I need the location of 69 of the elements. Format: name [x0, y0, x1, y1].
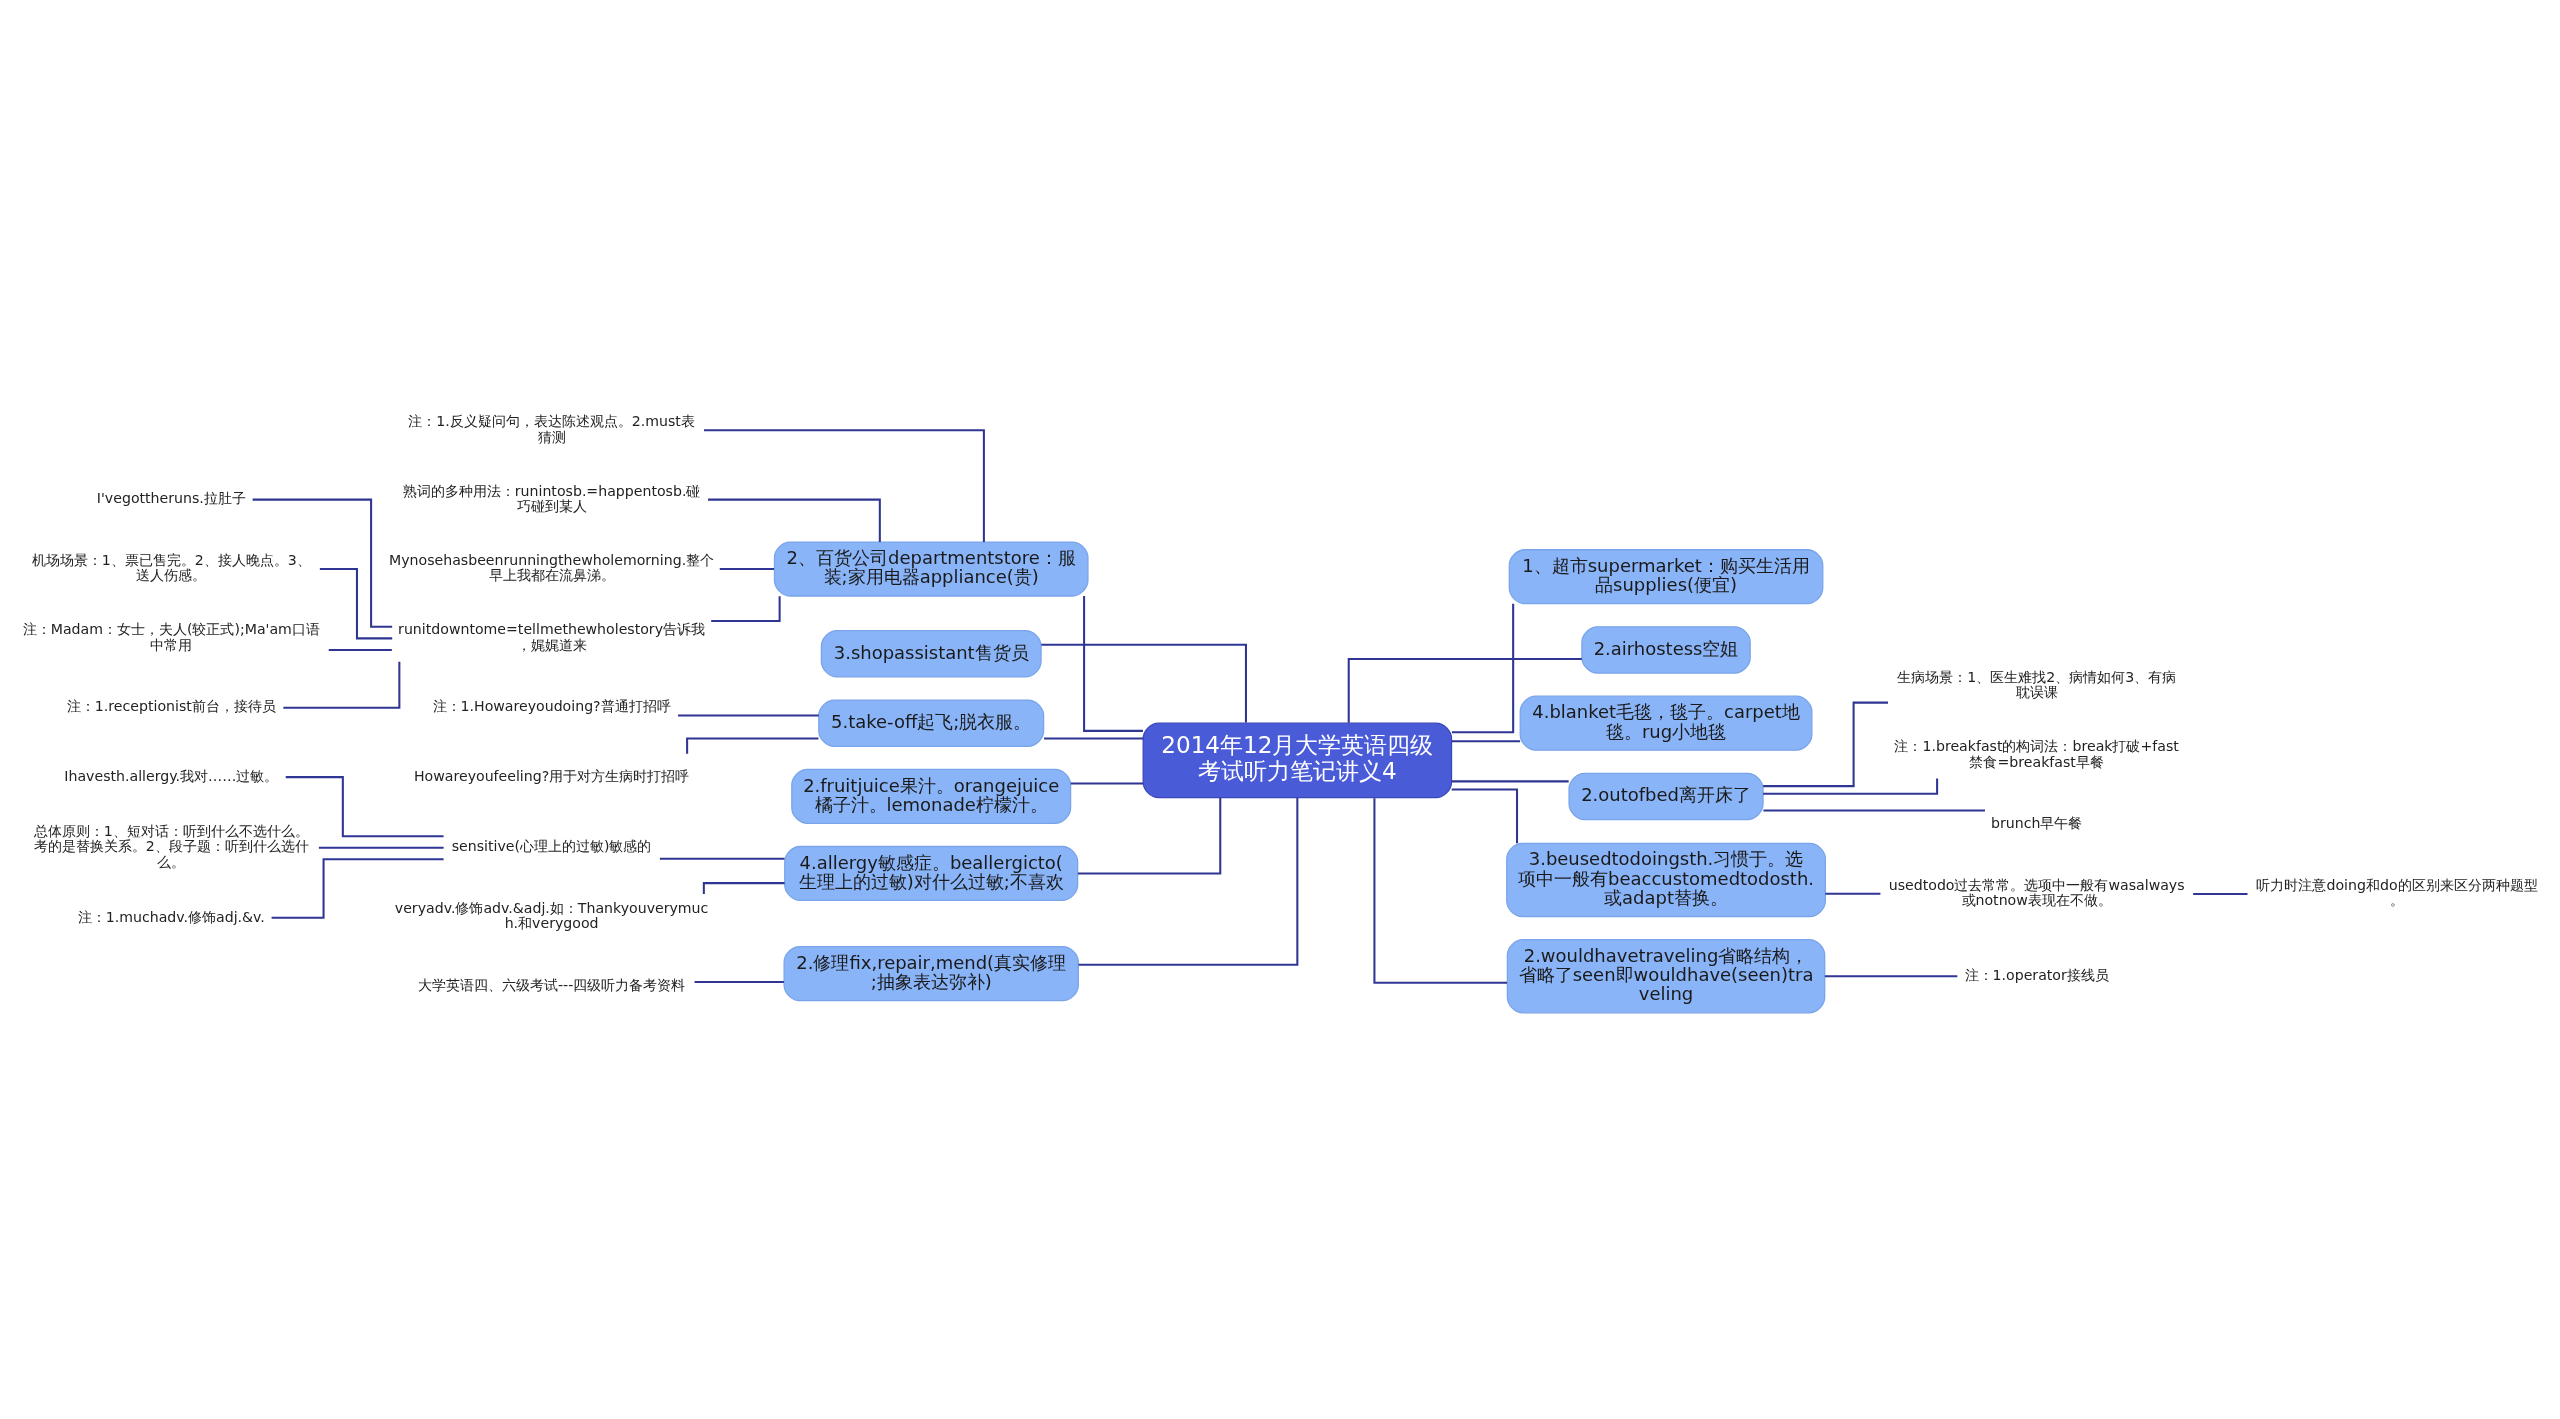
node-box: 1、超市supermarket：购买生活用品supplies(便宜) [1508, 548, 1824, 604]
connector [328, 648, 392, 651]
node-text: 听力时注意doing和do的区别来区分两种题型。 [2256, 876, 2538, 908]
connector [271, 857, 444, 919]
node-box: 2.fruitjuice果汁。orangejuice橘子汁。lemonade柠檬汁。 [791, 768, 1072, 824]
node-text: 注：1.breakfast的构词法：break打破+fast禁食=breakfast早餐 [1894, 737, 2179, 770]
node-box: 3.beusedtodoingsth.习惯于。选项中一般有beaccustomedtodosth.或adapt替换。 [1506, 842, 1826, 917]
connector [686, 737, 819, 754]
node-text: veryadv.修饰adv.&adj.如：Thankyouverymuch.和verygood [394, 899, 709, 931]
connector [1041, 643, 1247, 723]
connector [694, 980, 784, 983]
node-text: 机场场景：1、票已售完。2、接人晚点。3、送人伤感。 [31, 551, 311, 583]
node-text: 熟词的多种用法：runintosb.=happentosb.碰巧碰到某人 [402, 482, 701, 514]
node-box: 2.airhostess空姐 [1581, 625, 1751, 674]
node-box: 2.修理fix,repair,mend(真实修理;抽象表达弥补) [783, 945, 1079, 1001]
node-text: Howareyoufeeling?用于对方生病时打招呼 [413, 767, 690, 784]
connector [1451, 739, 1521, 742]
connector [1451, 603, 1515, 733]
connector [1763, 778, 1939, 795]
connector [2193, 892, 2248, 895]
node-text: brunch早午餐 [1990, 814, 2083, 831]
node-text: 总体原则：1、短对话：听到什么不选什么。考的是替换关系。2、段子题：听到什么选什么。 [33, 822, 309, 870]
connector [1763, 809, 1985, 812]
node-box: 4.blanket毛毯，毯子。carpet地毯。rug小地毯 [1519, 695, 1813, 751]
connector [1044, 737, 1144, 740]
node-box: 2.outofbed离开床了 [1568, 772, 1764, 820]
connector [1078, 797, 1299, 966]
node-text: 注：1.receptionist前台，接待员 [66, 697, 276, 714]
node-text: runitdowntome=tellmethewholestory告诉我，娓娓道来 [398, 620, 706, 653]
connector [1347, 657, 1582, 723]
node-text: 生病场景：1、医生难找2、病情如何3、有病耽误课 [1897, 668, 2177, 700]
connector [1083, 595, 1143, 732]
node-box: 2.wouldhavetraveling省略结构，省略了seen即wouldhave(seen)traveling [1506, 938, 1826, 1013]
node-box: 2、百货公司departmentstore：服装;家用电器appliance(贵) [773, 540, 1089, 597]
node-box: 4.allergy敏感症。beallergicto(生理上的过敏)对什么过敏;不喜欢 [784, 845, 1079, 901]
node-text: 注：Madam：女士，夫人(较正式);Ma'am口语中常用 [22, 620, 320, 653]
connector [1373, 797, 1507, 984]
node-box: 5.take-off起飞;脱衣服。 [818, 698, 1045, 747]
connector [719, 567, 775, 570]
connector [285, 775, 444, 837]
connector [1077, 797, 1222, 874]
connector [318, 846, 444, 849]
node-text: 注：1.muchadv.修饰adj.&v. [77, 908, 265, 925]
connector [1070, 782, 1143, 785]
node-text: 大学英语四、六级考试---四级听力备考资料 [417, 976, 686, 993]
connector [1451, 788, 1519, 843]
connector [659, 857, 785, 860]
connector [711, 595, 781, 622]
connector [1825, 892, 1881, 895]
connector [708, 498, 881, 542]
connector [252, 498, 393, 628]
connector [319, 567, 393, 639]
connector [1824, 974, 1958, 977]
connector [702, 881, 785, 894]
connector [1763, 701, 1889, 787]
node-box: 2014年12月大学英语四级考试听力笔记讲义4 [1142, 722, 1453, 798]
connector [283, 661, 401, 709]
node-text: usedtodo过去常常。选项中一般有wasalways或notnow表现在不做。 [1888, 876, 2185, 908]
node-text: 注：1.反义疑问句，表达陈述观点。2.must表猜测 [408, 412, 695, 445]
node-text: Ihavesth.allergy.我对……过敏。 [64, 767, 279, 784]
node-text: Mynosehasbeenrunningthewholemorning.整个早上我都在流鼻涕。 [389, 551, 715, 583]
node-box: 3.shopassistant售货员 [820, 629, 1042, 678]
connector [1451, 779, 1569, 782]
connector [704, 428, 985, 542]
node-text: 注：1.Howareyoudoing?普通打招呼 [432, 697, 671, 714]
node-text: 注：1.operator接线员 [1964, 966, 2109, 983]
node-text: I'vegottheruns.拉肚子 [96, 489, 246, 506]
connector [678, 713, 819, 716]
node-text: sensitive(心理上的过敏)敏感的 [451, 837, 652, 854]
